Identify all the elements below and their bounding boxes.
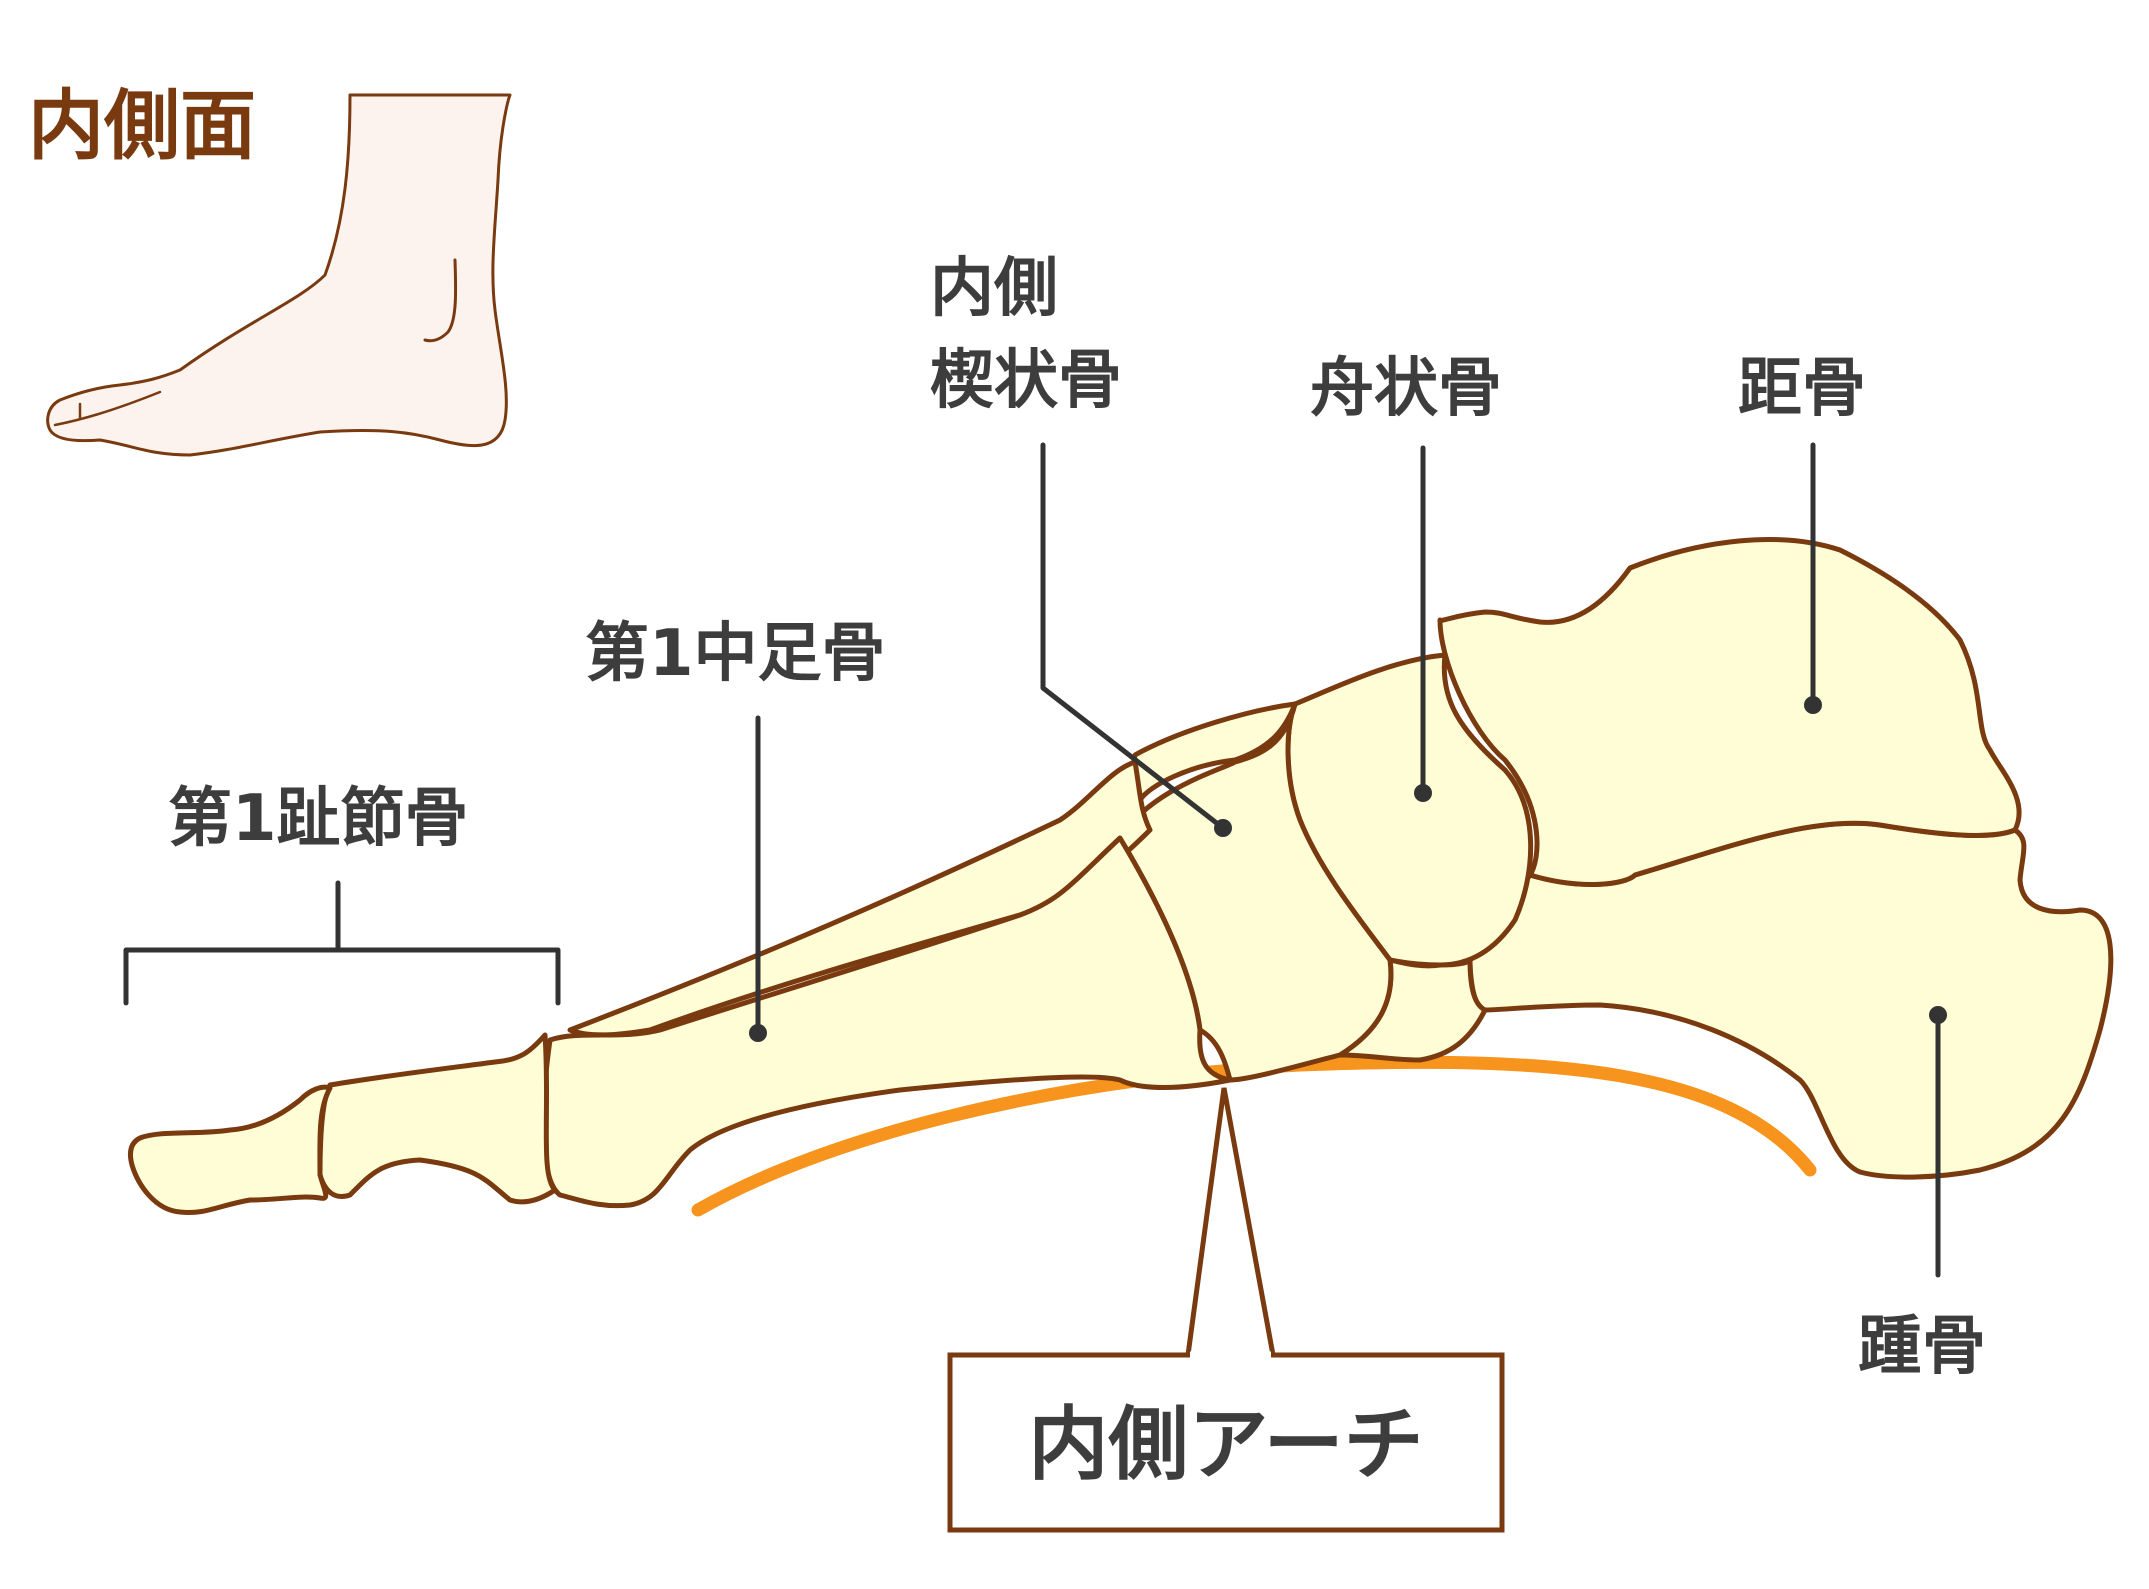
medial-cuneiform-label-line1: 内側 <box>930 252 1058 326</box>
first-metatarsal-bone <box>540 835 1233 1209</box>
leader-medial-cuneiform <box>1040 442 1226 831</box>
proximal-phalanx-bone <box>317 1032 558 1205</box>
talus-label: 距骨 <box>1738 352 1866 426</box>
navicular-label: 舟状骨 <box>1310 352 1502 426</box>
medial-cuneiform-label-line2: 楔状骨 <box>930 344 1122 418</box>
foot-silhouette <box>46 93 512 457</box>
diagram-title: 内側面 <box>28 81 256 170</box>
dot-navicular <box>1414 784 1432 802</box>
first-metatarsal-label: 第1中足骨 <box>585 617 886 691</box>
medial-arch-callout: 内側アーチ <box>947 1087 1505 1533</box>
medial-arch-label: 内側アーチ <box>1028 1398 1423 1491</box>
second-metatarsal-bone <box>567 759 1153 1038</box>
bracket-first-phalanges <box>123 947 561 1006</box>
calcaneus-label: 踵骨 <box>1858 1310 1986 1384</box>
dot-talus <box>1804 696 1822 714</box>
dot-calcaneus <box>1929 1006 1947 1024</box>
dot-medial-cuneiform <box>1214 819 1232 837</box>
leader-lines <box>123 442 1941 1278</box>
medial-arch-pointer <box>1185 1087 1276 1356</box>
foot-bones <box>127 537 2114 1216</box>
distal-phalanx-bone <box>127 1084 333 1216</box>
leader-dots <box>749 696 1947 1042</box>
dot-first-metatarsal <box>749 1024 767 1042</box>
first-phalanges-label: 第1趾節骨 <box>168 782 469 856</box>
